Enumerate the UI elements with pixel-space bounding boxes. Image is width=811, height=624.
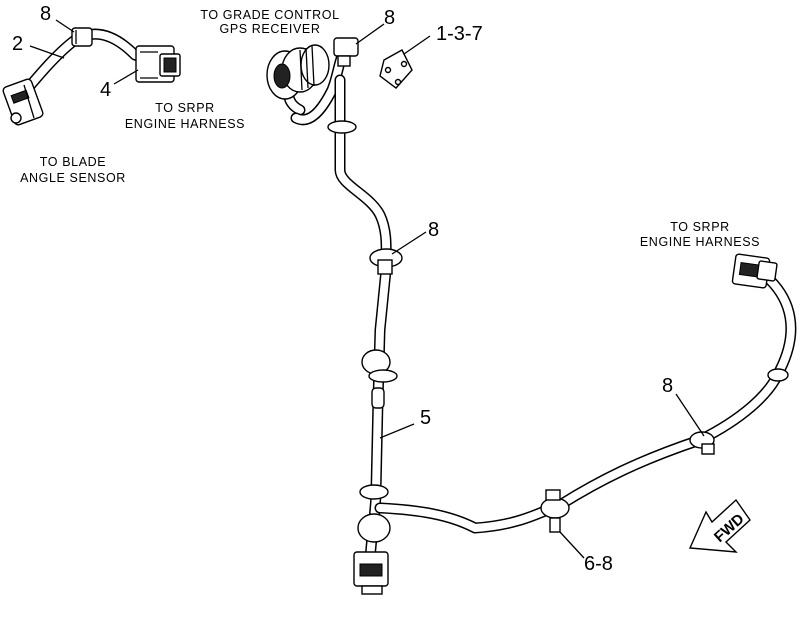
callout-4: 4 bbox=[100, 79, 111, 101]
callout-8-top-mid: 8 bbox=[384, 7, 395, 29]
fwd-arrow: FWD bbox=[688, 498, 751, 553]
gps-receiver-connector bbox=[266, 44, 330, 116]
label-srpr-left-line2: ENGINE HARNESS bbox=[125, 117, 245, 131]
clamp-lower bbox=[359, 484, 389, 500]
clamp-top-mid bbox=[333, 37, 359, 57]
callout-1-3-7: 1-3-7 bbox=[436, 23, 483, 45]
label-srpr-right-line2: ENGINE HARNESS bbox=[640, 235, 760, 249]
callout-2: 2 bbox=[12, 33, 23, 55]
top-left-harness bbox=[2, 27, 181, 126]
callout-8-mid: 8 bbox=[428, 219, 439, 241]
clamp-6-8 bbox=[540, 497, 570, 519]
srpr-connector-left bbox=[135, 45, 181, 83]
callout-8-right: 8 bbox=[662, 375, 673, 397]
callout-6-8: 6-8 bbox=[584, 553, 613, 575]
clip-riser-top bbox=[327, 120, 357, 134]
right-branch-harness bbox=[374, 253, 797, 534]
label-blade-line1: TO BLADE bbox=[40, 155, 106, 169]
leader-lines bbox=[29, 19, 705, 559]
label-srpr-right-line1: TO SRPR bbox=[670, 220, 730, 234]
callout-5: 5 bbox=[420, 407, 431, 429]
label-srpr-left-line1: TO SRPR bbox=[155, 101, 215, 115]
blade-sensor-connector bbox=[2, 78, 44, 126]
bracket-1-3-7 bbox=[379, 49, 413, 89]
srpr-connector-right bbox=[731, 253, 778, 289]
label-grade-control-line1: TO GRADE CONTROL bbox=[200, 8, 339, 22]
main-harness bbox=[290, 37, 403, 595]
label-blade-line2: ANGLE SENSOR bbox=[20, 171, 126, 185]
clamp-top-left bbox=[71, 27, 93, 47]
label-grade-control-line2: GPS RECEIVER bbox=[220, 22, 321, 36]
callout-8-top-left: 8 bbox=[40, 3, 51, 25]
